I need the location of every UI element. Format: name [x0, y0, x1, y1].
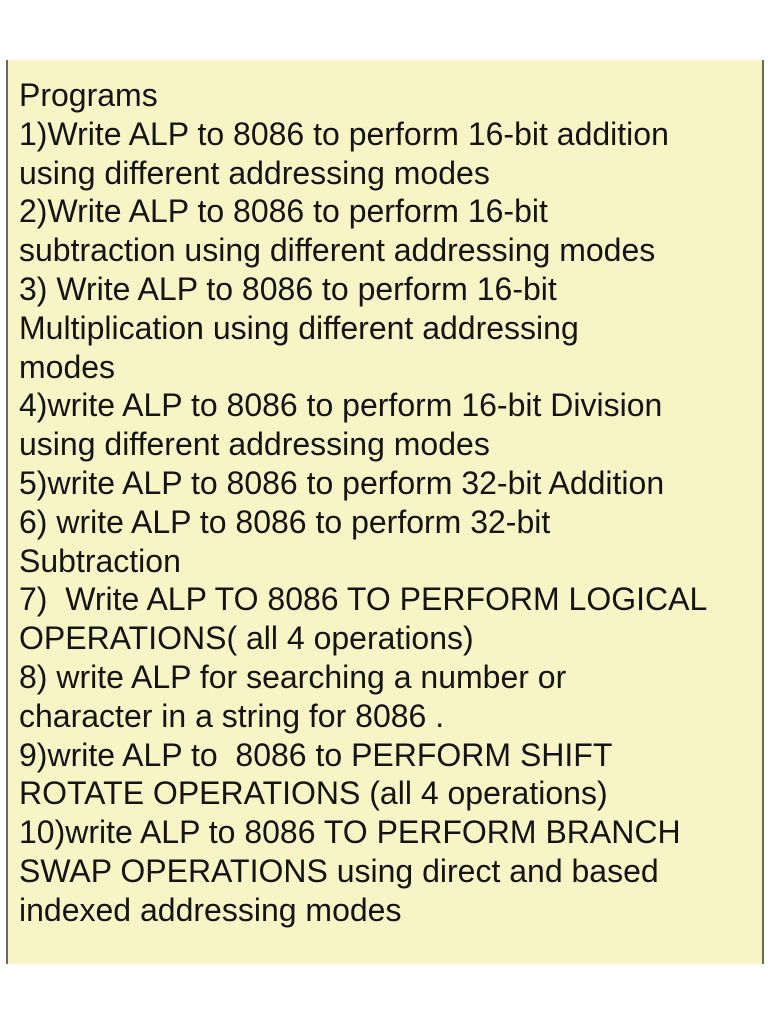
note-line: OPERATIONS( all 4 operations)	[19, 620, 474, 657]
note-line: subtraction using different addressing m…	[19, 232, 656, 269]
note-line: 5)write ALP to 8086 to perform 32-bit Ad…	[19, 464, 665, 501]
note-text[interactable]: Programs 1)Write ALP to 8086 to perform …	[19, 76, 759, 930]
note-line: 2)Write ALP to 8086 to perform 16-bit	[19, 193, 548, 230]
note-card: Programs 1)Write ALP to 8086 to perform …	[6, 60, 764, 964]
note-line: 4)write ALP to 8086 to perform 16-bit Di…	[19, 387, 663, 424]
note-line: 9)write ALP to 8086 to PERFORM SHIFT	[19, 736, 613, 773]
note-line: 10)write ALP to 8086 TO PERFORM BRANCH	[19, 814, 681, 851]
note-line: indexed addressing modes	[19, 891, 402, 928]
note-line: ROTATE OPERATIONS (all 4 operations)	[19, 775, 608, 812]
note-line: 3) Write ALP to 8086 to perform 16-bit	[19, 270, 557, 307]
note-line: using different addressing modes	[19, 426, 490, 463]
note-line: Multiplication using different addressin…	[19, 309, 579, 346]
note-line: Subtraction	[19, 542, 181, 579]
note-line: using different addressing modes	[19, 154, 490, 191]
note-line: modes	[19, 348, 116, 385]
note-line: 6) write ALP to 8086 to perform 32-bit	[19, 503, 551, 540]
note-line: character in a string for 8086 .	[19, 697, 445, 734]
note-line: SWAP OPERATIONS using direct and based	[19, 852, 659, 889]
note-line: 8) write ALP for searching a number or	[19, 658, 567, 695]
note-line: 7) Write ALP TO 8086 TO PERFORM LOGICAL	[19, 581, 708, 618]
note-title: Programs	[19, 77, 158, 113]
note-line: 1)Write ALP to 8086 to perform 16-bit ad…	[19, 115, 669, 152]
